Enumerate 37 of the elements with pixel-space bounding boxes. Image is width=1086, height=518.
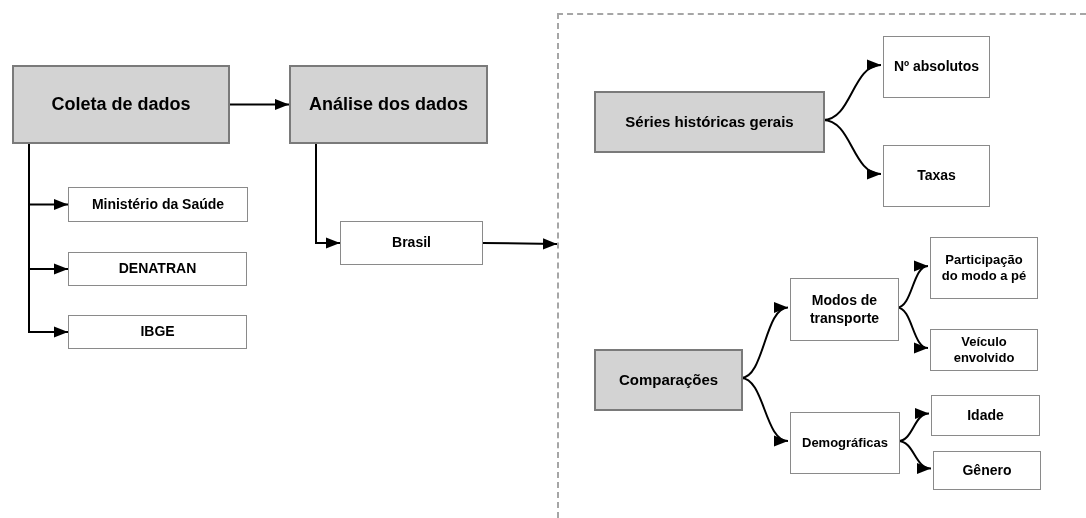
node-label: Séries históricas gerais — [624, 112, 795, 132]
node-label: Ministério da Saúde — [90, 195, 226, 214]
process-box — [933, 451, 1041, 490]
node-label: Demográficas — [801, 434, 889, 452]
arrow — [229, 98, 290, 111]
category-box — [594, 349, 743, 411]
node-label: Nº absolutos — [892, 58, 981, 76]
process-box — [883, 145, 990, 207]
process-box — [930, 237, 1038, 299]
category-box — [12, 65, 230, 144]
node-label: Brasil — [391, 234, 432, 252]
category-box — [289, 65, 488, 144]
process-box — [931, 395, 1040, 436]
node-label: Idade — [966, 406, 1005, 425]
node-label: Modos de transporte — [808, 292, 881, 327]
node-label: DENATRAN — [117, 260, 198, 278]
arrow — [28, 143, 69, 338]
arrow — [482, 238, 558, 250]
process-box — [930, 329, 1038, 371]
node-label: Coleta de dados — [50, 93, 192, 116]
process-box — [68, 187, 248, 222]
node-label: IBGE — [139, 323, 176, 341]
process-box — [883, 36, 990, 98]
process-box — [790, 412, 900, 474]
category-box — [594, 91, 825, 153]
node-label: Participação do modo a pé — [940, 251, 1028, 285]
node-label: Gênero — [961, 461, 1013, 480]
process-box — [790, 278, 899, 341]
arrow — [315, 143, 341, 249]
process-box — [68, 315, 247, 349]
node-label: Veículo envolvido — [952, 333, 1016, 367]
process-box — [340, 221, 483, 265]
node-label: Taxas — [916, 167, 957, 185]
process-box — [68, 252, 247, 286]
dashed-region — [557, 13, 1086, 518]
node-label: Comparações — [617, 370, 720, 390]
node-label: Análise dos dados — [307, 93, 469, 116]
